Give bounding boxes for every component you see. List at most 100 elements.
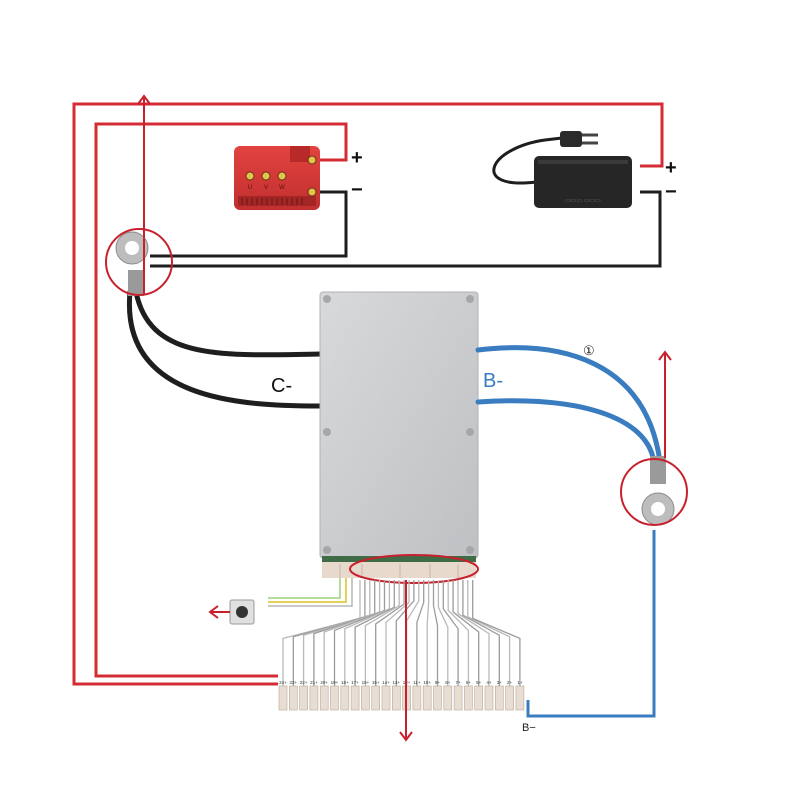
balance-pin-label: 24+ <box>279 680 287 685</box>
balance-pin <box>319 685 329 711</box>
charger-cord <box>492 136 563 185</box>
balance-wire <box>323 580 381 690</box>
motor-controller: U V W <box>234 146 320 210</box>
balance-wire <box>442 580 459 690</box>
balance-pin <box>422 685 432 711</box>
balance-pin <box>443 685 453 711</box>
balance-pin-label: 22+ <box>300 680 308 685</box>
balance-pin <box>412 685 422 711</box>
arrow-up-left <box>137 94 151 295</box>
black-wire-controller <box>150 190 348 258</box>
ring-terminal-right <box>620 456 688 526</box>
balance-wire <box>333 580 386 690</box>
charger-minus-label: − <box>665 181 677 203</box>
highlight-circle-left <box>105 228 173 296</box>
balance-pin <box>381 685 391 711</box>
black-wire-group <box>150 190 662 268</box>
balance-pin-label: 5+ <box>476 680 482 685</box>
balance-wire <box>375 580 405 690</box>
balance-wire <box>432 580 439 690</box>
balance-wire <box>426 580 430 690</box>
b-minus-label: B- <box>483 370 503 392</box>
balance-pin-label: 20+ <box>320 680 328 685</box>
balance-pin <box>299 685 308 711</box>
balance-pin <box>391 685 401 711</box>
balance-wire <box>385 580 410 690</box>
balance-wire <box>472 580 521 690</box>
balance-pin-label: 7+ <box>456 680 462 685</box>
balance-pin-label: 8+ <box>445 680 451 685</box>
arrow-up-right <box>658 350 672 458</box>
balance-pin-label: 14+ <box>382 680 390 685</box>
switch-wires <box>268 578 353 607</box>
balance-wire <box>344 580 391 690</box>
red-wire-outer <box>72 102 664 686</box>
balance-pin-label: 2+ <box>507 680 513 685</box>
balance-pin <box>340 685 350 711</box>
balance-pin-label: 11+ <box>413 680 421 685</box>
controller-minus-label: − <box>351 179 363 201</box>
b-minus-cables <box>475 345 663 465</box>
balance-pin-label: 21+ <box>310 680 318 685</box>
balance-pin-label: 23+ <box>289 680 297 685</box>
balance-pin-label: 13+ <box>392 680 400 685</box>
balance-pin <box>361 685 370 711</box>
balance-pin-label: 18+ <box>341 680 349 685</box>
red-wire-inner <box>94 122 348 678</box>
balance-wire <box>292 580 366 690</box>
balance-pin <box>464 685 473 711</box>
balance-wire <box>302 580 371 690</box>
balance-pin-label: 19+ <box>331 680 339 685</box>
charger-plus-label: + <box>665 157 677 179</box>
push-switch-icon <box>229 599 255 625</box>
balance-pin <box>309 685 319 711</box>
balance-pin <box>371 685 381 711</box>
bms-board <box>319 291 479 578</box>
balance-pin-label: 4+ <box>486 680 492 685</box>
b-minus-small-label: B− <box>522 722 536 734</box>
highlight-circle-right <box>620 458 688 526</box>
balance-wire <box>467 580 511 690</box>
balance-pin <box>433 685 442 711</box>
balance-pin-label: 15+ <box>372 680 380 685</box>
charger: ▭▭▭ ▭▭▭ <box>492 131 632 208</box>
arrow-down-center <box>399 580 413 742</box>
balance-wire <box>416 580 425 690</box>
plug-icon <box>560 131 598 147</box>
balance-wire <box>457 580 490 690</box>
balance-wire <box>313 580 376 690</box>
ring-terminal-left <box>105 228 173 296</box>
c-minus-label: C- <box>271 375 292 397</box>
balance-wire <box>354 580 395 690</box>
balance-wire <box>282 580 361 690</box>
balance-pin <box>474 685 484 711</box>
balance-wire <box>447 580 470 690</box>
balance-wire <box>462 580 500 690</box>
blue-sense-wire <box>526 530 656 718</box>
c-minus-cables <box>127 289 323 409</box>
balance-pin-label: 9+ <box>435 680 441 685</box>
balance-pin-label: 10+ <box>423 680 431 685</box>
balance-wire-group <box>282 580 521 690</box>
balance-wire <box>452 580 480 690</box>
balance-connector: 24+23+22+21+20+19+18+17+16+15+14+13+12+1… <box>278 680 525 711</box>
balance-pin-label: 1+ <box>517 680 523 685</box>
balance-pin <box>350 685 360 711</box>
controller-plus-label: + <box>351 147 363 169</box>
balance-pin <box>494 685 504 711</box>
balance-pin <box>515 685 525 711</box>
svg-text:▭▭▭ ▭▭▭: ▭▭▭ ▭▭▭ <box>565 198 601 204</box>
balance-pin-label: 16+ <box>362 680 370 685</box>
arrow-left <box>208 605 230 619</box>
red-wire-group <box>72 102 664 686</box>
terminal-w-label: W <box>279 185 285 191</box>
terminal-u-label: U <box>248 185 252 191</box>
black-wire-charger <box>150 190 662 268</box>
balance-pin <box>288 685 298 711</box>
balance-pin <box>453 685 463 711</box>
balance-pin <box>278 685 288 711</box>
balance-pin <box>484 685 494 711</box>
balance-pin <box>505 685 514 711</box>
